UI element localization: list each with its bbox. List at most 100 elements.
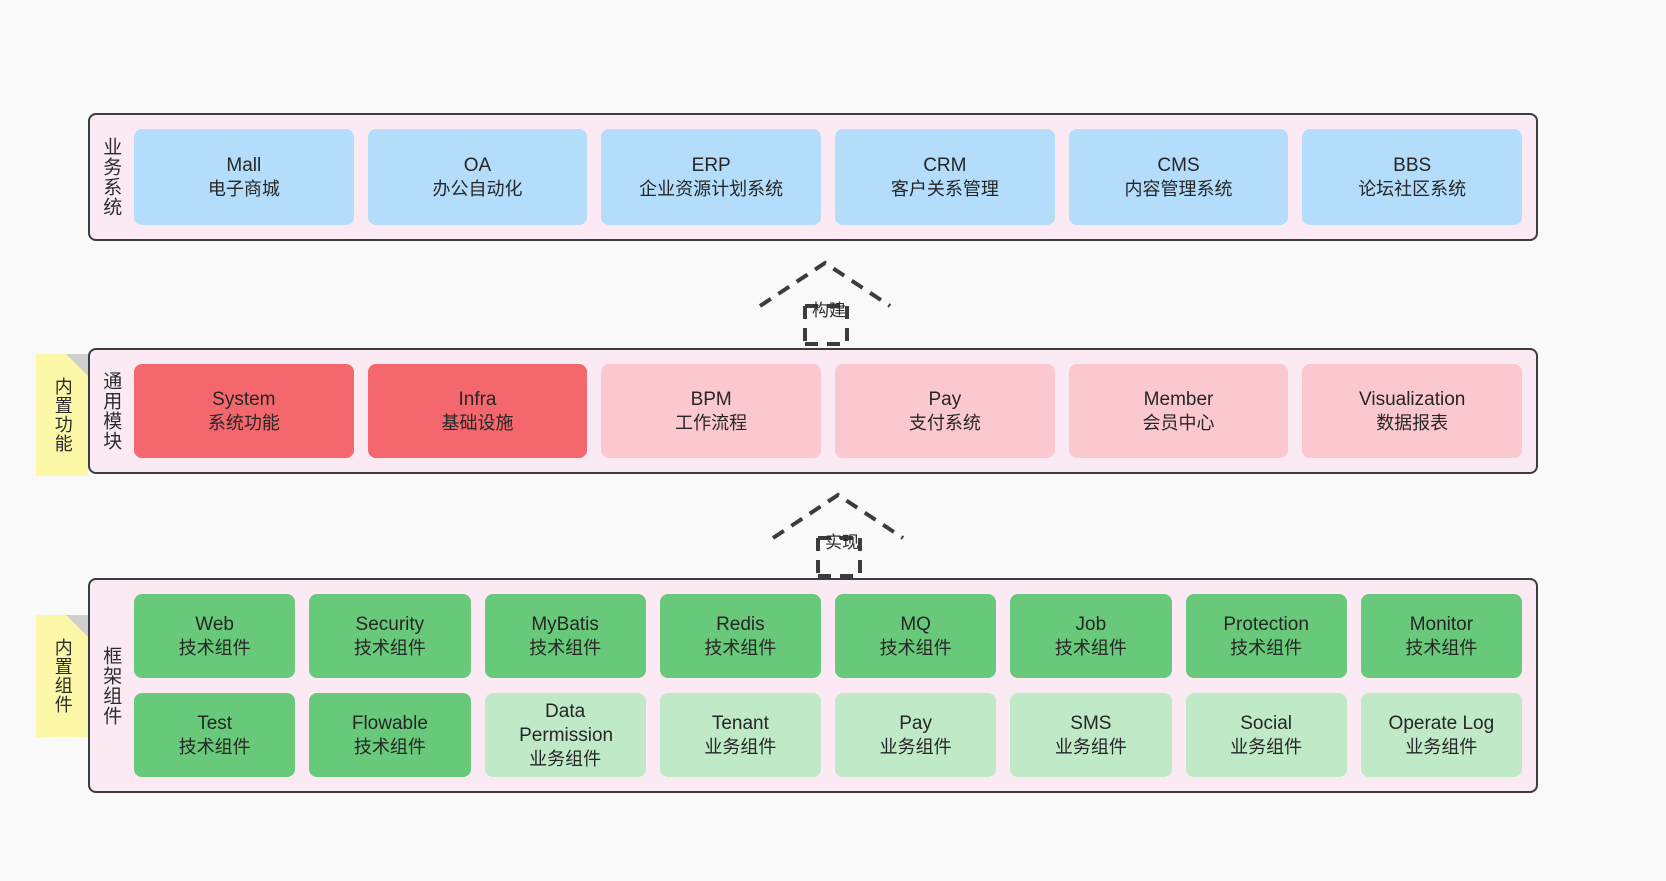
- layer-framework-component-title: 框架组件: [100, 645, 122, 726]
- card-social-sub: 业务组件: [1230, 736, 1303, 757]
- card-flowable[interactable]: Flowable 技术组件: [309, 693, 471, 777]
- card-infra-name: Infra: [458, 388, 497, 410]
- sticky-note-builtin-features-label: 内置功能: [52, 377, 73, 453]
- card-flowable-sub: 技术组件: [353, 736, 426, 757]
- card-redis-name: Redis: [716, 613, 765, 635]
- card-visualization[interactable]: Visualization 数据报表: [1302, 364, 1523, 458]
- card-erp-sub: 企业资源计划系统: [639, 178, 784, 199]
- card-sms-name: SMS: [1070, 712, 1112, 734]
- card-pay-module-sub: 支付系统: [908, 412, 981, 433]
- card-mybatis[interactable]: MyBatis 技术组件: [484, 594, 646, 678]
- card-social[interactable]: Social 业务组件: [1185, 693, 1347, 777]
- card-job[interactable]: Job 技术组件: [1010, 594, 1172, 678]
- card-bbs-sub: 论坛社区系统: [1358, 178, 1467, 199]
- card-bpm-name: BPM: [690, 388, 732, 410]
- card-security[interactable]: Security 技术组件: [309, 594, 471, 678]
- card-monitor[interactable]: Monitor 技术组件: [1360, 594, 1522, 678]
- card-data-permission-name: Data Permission: [519, 700, 614, 746]
- sticky-note-builtin-components: 内置组件: [36, 615, 88, 737]
- card-member[interactable]: Member 会员中心: [1068, 364, 1289, 458]
- card-monitor-sub: 技术组件: [1405, 637, 1478, 658]
- arrow-build: 构建: [755, 258, 915, 346]
- card-mybatis-sub: 技术组件: [529, 637, 602, 658]
- card-system-name: System: [212, 388, 276, 410]
- card-job-name: Job: [1075, 613, 1107, 635]
- card-protection-sub: 技术组件: [1230, 637, 1303, 658]
- card-cms[interactable]: CMS 内容管理系统: [1068, 129, 1289, 225]
- card-tenant[interactable]: Tenant 业务组件: [659, 693, 821, 777]
- card-web-sub: 技术组件: [178, 637, 251, 658]
- note-fold-corner-icon: [66, 615, 88, 637]
- card-security-sub: 技术组件: [353, 637, 426, 658]
- arrow-build-label: 构建: [812, 301, 846, 320]
- framework-tech-row: Web 技术组件 Security 技术组件 MyBatis 技术组件 Redi…: [134, 594, 1522, 678]
- card-operate-log[interactable]: Operate Log 业务组件: [1360, 693, 1522, 777]
- card-bpm-sub: 工作流程: [675, 412, 748, 433]
- card-system[interactable]: System 系统功能: [134, 364, 354, 458]
- card-oa[interactable]: OA 办公自动化: [367, 129, 588, 225]
- card-mq-name: MQ: [900, 613, 931, 635]
- card-crm-name: CRM: [923, 154, 967, 176]
- layer-business-system-cards: Mall 电子商城 OA 办公自动化 ERP 企业资源计划系统 CRM 客户关系…: [130, 115, 1536, 239]
- card-flowable-name: Flowable: [351, 712, 428, 734]
- card-bbs[interactable]: BBS 论坛社区系统: [1302, 129, 1523, 225]
- card-mq[interactable]: MQ 技术组件: [835, 594, 997, 678]
- card-pay-component-sub: 业务组件: [879, 736, 952, 757]
- layer-common-module-title: 通用模块: [100, 371, 122, 451]
- arrow-implement-label: 实现: [825, 533, 859, 552]
- card-operate-log-name: Operate Log: [1388, 712, 1495, 734]
- card-security-name: Security: [355, 613, 425, 635]
- card-pay-component[interactable]: Pay 业务组件: [835, 693, 997, 777]
- card-sms-sub: 业务组件: [1054, 736, 1127, 757]
- card-visualization-name: Visualization: [1359, 388, 1466, 410]
- card-social-name: Social: [1240, 712, 1292, 734]
- arrow-implement-glyph: [771, 492, 905, 578]
- card-protection-name: Protection: [1223, 613, 1309, 635]
- card-cms-sub: 内容管理系统: [1124, 178, 1233, 199]
- card-mybatis-name: MyBatis: [531, 613, 599, 635]
- layer-business-system: 业务系统 Mall 电子商城 OA 办公自动化 ERP 企业资源计划系统 CRM…: [88, 113, 1538, 241]
- card-sms[interactable]: SMS 业务组件: [1010, 693, 1172, 777]
- card-test-name: Test: [197, 712, 233, 734]
- card-cms-name: CMS: [1157, 154, 1200, 176]
- card-member-sub: 会员中心: [1142, 412, 1215, 433]
- card-mq-sub: 技术组件: [879, 637, 952, 658]
- card-data-permission-sub: 业务组件: [529, 748, 602, 769]
- card-system-sub: 系统功能: [207, 412, 280, 433]
- card-pay-component-name: Pay: [899, 712, 932, 734]
- card-oa-name: OA: [463, 154, 492, 176]
- card-mall[interactable]: Mall 电子商城: [134, 129, 354, 225]
- card-test[interactable]: Test 技术组件: [134, 693, 296, 777]
- card-erp[interactable]: ERP 企业资源计划系统: [601, 129, 822, 225]
- card-pay-module[interactable]: Pay 支付系统: [835, 364, 1055, 458]
- card-tenant-name: Tenant: [711, 712, 769, 734]
- arrow-implement: 实现: [768, 490, 928, 578]
- card-monitor-name: Monitor: [1409, 613, 1474, 635]
- card-data-permission[interactable]: Data Permission 业务组件: [484, 693, 646, 777]
- layer-business-system-title: 业务系统: [100, 137, 122, 217]
- sticky-note-builtin-features: 内置功能: [36, 354, 88, 476]
- card-redis[interactable]: Redis 技术组件: [659, 594, 821, 678]
- card-bpm[interactable]: BPM 工作流程: [601, 364, 822, 458]
- card-erp-name: ERP: [691, 154, 731, 176]
- framework-business-row: Test 技术组件 Flowable 技术组件 Data Permission …: [134, 693, 1522, 777]
- note-fold-corner-icon: [66, 354, 88, 376]
- card-crm[interactable]: CRM 客户关系管理: [835, 129, 1055, 225]
- card-test-sub: 技术组件: [178, 736, 251, 757]
- card-bbs-name: BBS: [1393, 154, 1432, 176]
- card-operate-log-sub: 业务组件: [1405, 736, 1478, 757]
- card-job-sub: 技术组件: [1054, 637, 1127, 658]
- card-tenant-sub: 业务组件: [704, 736, 777, 757]
- card-visualization-sub: 数据报表: [1376, 412, 1449, 433]
- card-protection[interactable]: Protection 技术组件: [1185, 594, 1347, 678]
- card-infra-sub: 基础设施: [441, 412, 514, 433]
- card-infra[interactable]: Infra 基础设施: [367, 364, 588, 458]
- card-web[interactable]: Web 技术组件: [134, 594, 296, 678]
- card-pay-module-name: Pay: [928, 388, 962, 410]
- layer-framework-component-cards: Web 技术组件 Security 技术组件 MyBatis 技术组件 Redi…: [130, 580, 1536, 791]
- card-oa-sub: 办公自动化: [432, 178, 523, 199]
- layer-common-module-cards: System 系统功能 Infra 基础设施 BPM 工作流程 Pay 支付系统…: [130, 350, 1536, 472]
- card-mall-sub: 电子商城: [207, 178, 280, 199]
- card-web-name: Web: [195, 613, 234, 635]
